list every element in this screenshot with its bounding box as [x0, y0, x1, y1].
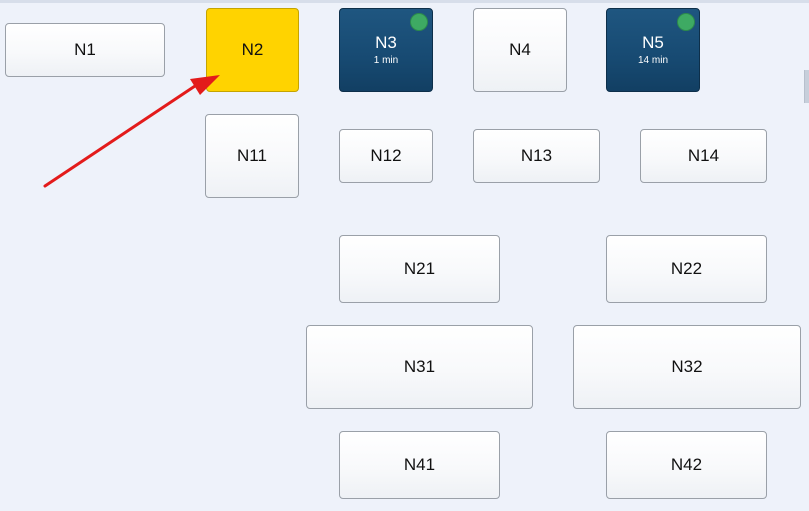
node-label: N21: [403, 259, 436, 278]
node-n11[interactable]: N11: [205, 114, 299, 198]
top-border: [0, 0, 809, 3]
node-label: N32: [671, 357, 703, 376]
status-dot-icon: [410, 13, 428, 31]
node-label: N12: [370, 146, 402, 165]
scrollbar-edge[interactable]: [804, 70, 809, 103]
node-label: N13: [520, 146, 553, 165]
node-n3[interactable]: N3 1 min: [339, 8, 433, 92]
status-dot-icon: [677, 13, 695, 31]
node-label: N41: [403, 455, 436, 474]
node-n4[interactable]: N4: [473, 8, 567, 92]
node-time: 1 min: [373, 55, 399, 66]
node-label: N1: [74, 40, 96, 59]
node-label: N5: [642, 33, 664, 52]
node-n21[interactable]: N21: [339, 235, 500, 303]
node-n13[interactable]: N13: [473, 129, 600, 183]
node-n5[interactable]: N5 14 min: [606, 8, 700, 92]
node-label: N11: [237, 146, 267, 165]
node-n12[interactable]: N12: [339, 129, 433, 183]
node-label: N14: [687, 146, 720, 165]
node-label: N42: [670, 455, 703, 474]
node-n14[interactable]: N14: [640, 129, 767, 183]
node-label: N3: [375, 33, 397, 52]
node-n32[interactable]: N32: [573, 325, 801, 409]
node-time: 14 min: [637, 55, 668, 66]
node-n41[interactable]: N41: [339, 431, 500, 499]
node-n42[interactable]: N42: [606, 431, 767, 499]
node-n1[interactable]: N1: [5, 23, 165, 77]
node-n22[interactable]: N22: [606, 235, 767, 303]
node-label: N22: [670, 259, 703, 278]
arrow-shaft: [43, 82, 200, 188]
node-n31[interactable]: N31: [306, 325, 533, 409]
node-label: N4: [509, 40, 531, 59]
node-label: N31: [403, 357, 436, 376]
node-label: N2: [241, 40, 264, 59]
node-n2[interactable]: N2: [206, 8, 299, 92]
